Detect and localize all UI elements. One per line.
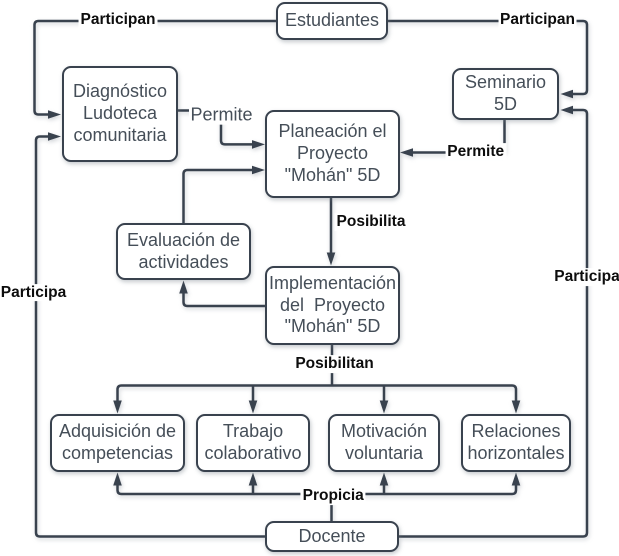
arrowhead-into-adquisicion-top <box>113 400 122 414</box>
edge-label-participan-right: Participan <box>498 11 577 29</box>
edge-label-permite-right: Permite <box>445 142 507 161</box>
node-docente-label: Docente <box>298 525 366 546</box>
arrowhead-into-diagnostico-lower <box>48 132 61 141</box>
node-diagnostico: Diagnóstico Ludoteca comunitaria <box>62 66 178 162</box>
node-trabajo: Trabajo colaborativo <box>196 414 310 472</box>
node-implementacion-label: Implementación del Proyecto "Mohán" 5D <box>268 272 397 337</box>
node-evaluacion-label: Evaluación de actividades <box>126 229 241 272</box>
arrowhead-into-evaluacion-bottom <box>179 280 188 294</box>
arrowhead-into-implementacion-top <box>326 252 336 266</box>
node-planeacion: Planeación el Proyecto "Mohán" 5D <box>265 110 400 198</box>
node-planeacion-label: Planeación el Proyecto "Mohán" 5D <box>278 121 387 185</box>
connector-implementacion-outcomes <box>116 345 518 401</box>
node-evaluacion: Evaluación de actividades <box>116 223 251 280</box>
arrowhead-into-seminario-upper <box>560 89 573 99</box>
node-diagnostico-label: Diagnóstico Ludoteca comunitaria <box>72 81 168 145</box>
node-seminario-label: Seminario 5D <box>464 72 547 114</box>
node-seminario: Seminario 5D <box>452 68 559 120</box>
connector-docente-seminario <box>399 108 589 538</box>
node-adquisicion-label: Adquisición de competencias <box>58 421 177 463</box>
edge-label-participan-left: Participan <box>78 10 158 29</box>
connector-estudiantes-seminario <box>388 19 589 96</box>
arrowhead-into-trabajo-bottom <box>248 472 258 486</box>
arrowhead-into-planeacion-upper-left <box>252 140 265 149</box>
node-trabajo-label: Trabajo colaborativo <box>204 421 302 463</box>
node-motivacion-label: Motivación voluntaria <box>340 421 428 463</box>
node-relaciones-label: Relaciones horizontales <box>467 421 565 463</box>
connector-evaluacion-planeacion <box>182 168 253 223</box>
arrowhead-into-planeacion-lower-left <box>252 165 265 175</box>
edge-label-posibilita: Posibilita <box>334 213 408 231</box>
node-implementacion: Implementación del Proyecto "Mohán" 5D <box>265 266 400 345</box>
arrowhead-into-relaciones-bottom <box>511 472 521 486</box>
node-docente: Docente <box>265 521 399 552</box>
edge-label-permite-left: Permite <box>188 104 255 125</box>
node-relaciones: Relaciones horizontales <box>461 414 571 472</box>
edge-label-posibilitan: Posibilitan <box>293 355 376 373</box>
arrowhead-into-adquisicion-bottom <box>113 472 122 486</box>
edge-label-participa-left: Participa <box>0 283 69 302</box>
node-adquisicion: Adquisición de competencias <box>50 414 185 472</box>
arrowhead-into-seminario-lower <box>560 105 573 115</box>
arrowhead-into-planeacion-right <box>400 148 413 157</box>
connector-implementacion-evaluacion <box>182 293 265 308</box>
arrowhead-into-motivacion-bottom <box>379 472 389 486</box>
connector-estudiantes-diagnostico <box>33 19 276 116</box>
arrowhead-into-diagnostico-upper <box>48 110 61 119</box>
edge-label-propicia: Propicia <box>300 487 366 505</box>
node-estudiantes-label: Estudiantes <box>284 10 380 31</box>
arrowhead-into-motivacion-top <box>379 400 389 414</box>
node-estudiantes: Estudiantes <box>276 2 388 40</box>
connector-docente-diagnostico <box>34 135 265 538</box>
edge-label-participa-right: Participa <box>552 268 619 286</box>
arrowhead-into-relaciones-top <box>511 400 521 414</box>
arrowhead-into-trabajo-top <box>248 400 258 414</box>
node-motivacion: Motivación voluntaria <box>328 414 440 472</box>
